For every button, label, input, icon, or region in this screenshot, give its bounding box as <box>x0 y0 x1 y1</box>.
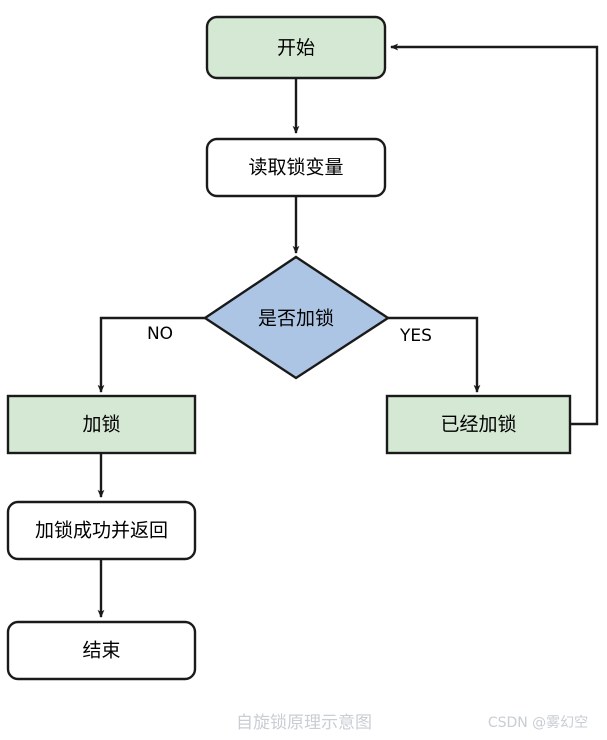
node-acquire[interactable]: 加锁 <box>6 394 197 455</box>
read-lock-box[interactable] <box>205 137 387 198</box>
watermark: CSDN @雾幻空 <box>488 715 588 731</box>
edge-decision-yes-to-already <box>388 316 481 394</box>
already-label: 已经加锁 <box>440 414 516 436</box>
start-box[interactable] <box>205 15 387 80</box>
is-locked-diamond[interactable] <box>202 255 391 380</box>
edge-already-to-start-loopback <box>389 43 599 426</box>
node-success[interactable]: 加锁成功并返回 <box>6 500 197 561</box>
edge-label-yes: YES <box>399 326 432 346</box>
already-box[interactable] <box>385 394 572 455</box>
start-label: 开始 <box>277 37 315 59</box>
connector-layer <box>97 43 599 619</box>
node-start[interactable]: 开始 <box>205 15 387 80</box>
end-box[interactable] <box>6 620 197 681</box>
diagram-caption: 自旋锁原理示意图 <box>236 713 372 733</box>
end-label: 结束 <box>82 640 120 662</box>
acquire-label: 加锁 <box>82 414 120 436</box>
edge-label-no: NO <box>147 324 173 344</box>
read-lock-label: 读取锁变量 <box>248 157 343 179</box>
node-end[interactable]: 结束 <box>6 620 197 681</box>
success-label: 加锁成功并返回 <box>35 520 168 542</box>
node-read-lock[interactable]: 读取锁变量 <box>205 137 387 198</box>
node-is-locked[interactable]: 是否加锁 <box>202 255 391 380</box>
edge-decision-no-to-acquire <box>97 316 205 394</box>
success-box[interactable] <box>6 500 197 561</box>
acquire-box[interactable] <box>6 394 197 455</box>
node-already[interactable]: 已经加锁 <box>385 394 572 455</box>
is-locked-label: 是否加锁 <box>258 308 334 330</box>
